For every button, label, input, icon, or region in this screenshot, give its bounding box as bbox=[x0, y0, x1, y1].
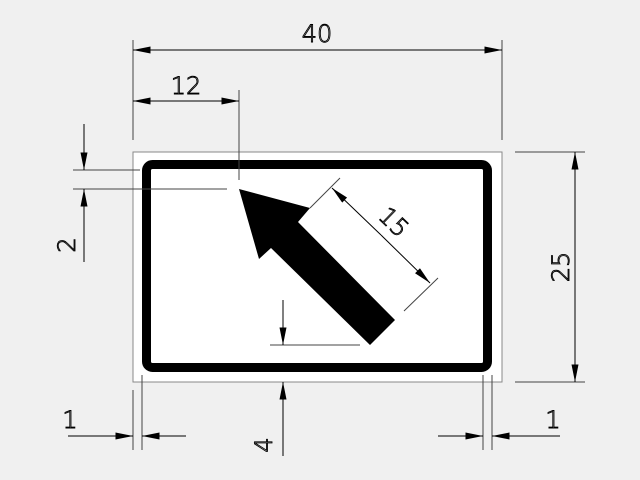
sign-border bbox=[142, 160, 492, 372]
dimension-border-left: 1 bbox=[62, 375, 186, 450]
dimension-border-right: 1 bbox=[438, 375, 561, 450]
dimension-overall-height: 25 bbox=[515, 151, 585, 383]
arrow-symbol bbox=[239, 189, 395, 345]
dimension-arrow-offset-y: 2 bbox=[53, 124, 227, 262]
dim-label-1-left: 1 bbox=[62, 406, 77, 434]
dim-label-40: 40 bbox=[302, 20, 333, 48]
dim-label-1-right: 1 bbox=[545, 406, 560, 434]
dimension-arrow-offset-x: 12 bbox=[133, 72, 240, 180]
dim-label-25: 25 bbox=[547, 252, 575, 283]
dimension-arrow-bottom-offset: 4 bbox=[250, 300, 360, 456]
dim-label-4: 4 bbox=[250, 437, 278, 452]
dim-label-12: 12 bbox=[171, 72, 202, 100]
dim-label-2: 2 bbox=[53, 237, 81, 252]
dimension-overall-width: 40 bbox=[132, 20, 503, 140]
